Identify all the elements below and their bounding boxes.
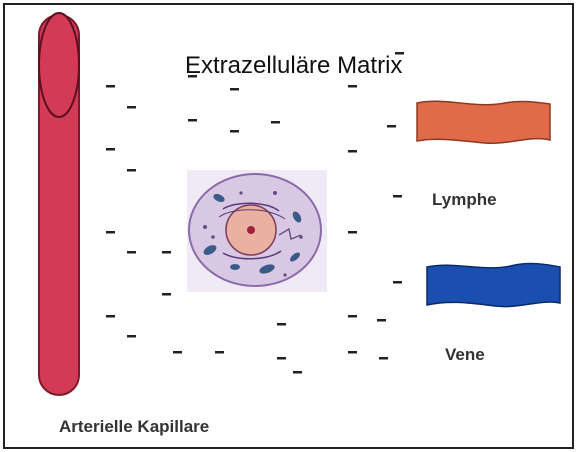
negative-charge-mark: [293, 371, 302, 374]
negative-charge-mark: [230, 88, 239, 91]
negative-charge-mark: [387, 125, 396, 128]
negative-charge-mark: [348, 231, 357, 234]
lymph-vessel: [417, 101, 550, 143]
negative-charge-mark: [127, 251, 136, 254]
negative-charge-mark: [277, 323, 286, 326]
negative-charge-mark: [188, 119, 197, 122]
negative-charge-mark: [348, 351, 357, 354]
negative-charge-mark: [162, 293, 171, 296]
negative-charge-mark: [127, 106, 136, 109]
negative-charge-mark: [162, 251, 171, 254]
negative-charge-mark: [106, 315, 115, 318]
diagram-frame: Extrazelluläre Matrix Lymphe Vene Arteri…: [3, 3, 574, 449]
cell-illustration-icon: [187, 170, 327, 292]
negative-charge-mark: [127, 335, 136, 338]
vein-label: Vene: [445, 345, 485, 365]
lymph-label: Lymphe: [432, 190, 497, 210]
negative-charge-mark: [106, 85, 115, 88]
negative-charge-mark: [106, 231, 115, 234]
negative-charge-mark: [379, 357, 388, 360]
negative-charge-mark: [127, 169, 136, 172]
arterial-capillary: [39, 13, 79, 395]
negative-charge-mark: [348, 150, 357, 153]
negative-charge-mark: [348, 315, 357, 318]
vein-vessel: [427, 264, 560, 307]
negative-charge-mark: [271, 121, 280, 124]
negative-charge-mark: [393, 195, 402, 198]
negative-charge-mark: [377, 319, 386, 322]
negative-charge-mark: [215, 351, 224, 354]
matrix-title: Extrazelluläre Matrix: [185, 52, 402, 80]
negative-charge-mark: [393, 281, 402, 284]
capillary-label: Arterielle Kapillare: [59, 417, 209, 437]
negative-charge-mark: [106, 148, 115, 151]
negative-charge-mark: [230, 130, 239, 133]
negative-charge-mark: [277, 357, 286, 360]
capillary-opening: [39, 13, 79, 117]
negative-charge-mark: [348, 85, 357, 88]
negative-charge-mark: [173, 351, 182, 354]
